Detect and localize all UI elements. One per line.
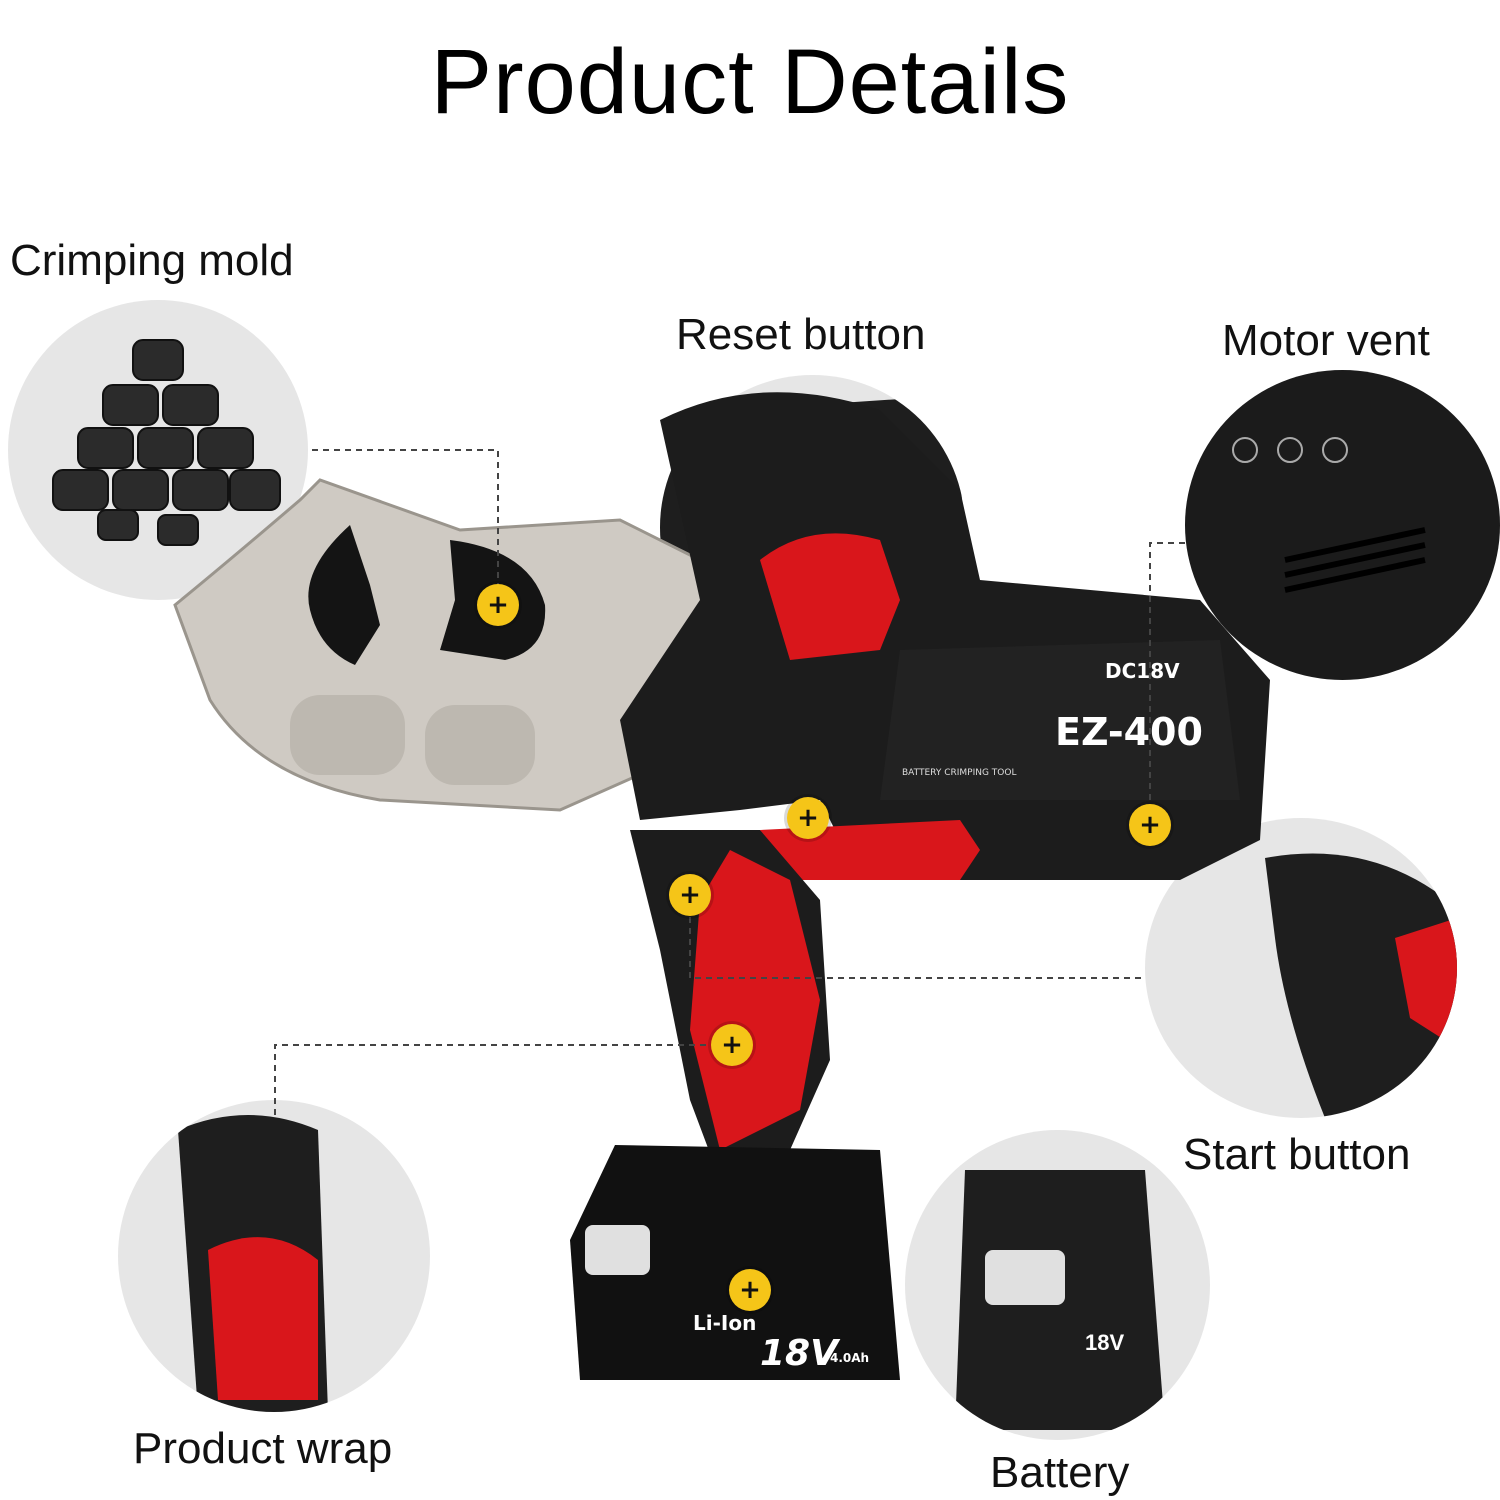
- crimping-mold-leader-line: [312, 449, 499, 600]
- start-button-hotspot[interactable]: +: [669, 874, 711, 916]
- motor-vent-hotspot[interactable]: +: [1129, 804, 1171, 846]
- product-wrap-detail-circle: [118, 1100, 430, 1412]
- crimping-mold-label: Crimping mold: [10, 236, 294, 285]
- svg-text:18V: 18V: [1085, 1330, 1124, 1355]
- product-wrap-hotspot[interactable]: +: [711, 1024, 753, 1066]
- battery-voltage-label: 18V: [760, 1333, 841, 1374]
- crimping-mold-detail-circle: [8, 300, 308, 600]
- motor-vent-label: Motor vent: [1222, 316, 1430, 365]
- reset-button-label: Reset button: [676, 310, 926, 359]
- crimping-mold-hotspot[interactable]: +: [477, 584, 519, 626]
- start-button-leader-line: [689, 895, 1145, 979]
- page-title: Product Details: [430, 31, 1070, 133]
- motor-vent-leader-line: [1149, 542, 1185, 825]
- battery-detail-circle: 18V: [905, 1130, 1210, 1440]
- start-button-label: Start button: [1183, 1130, 1411, 1179]
- product-wrap-label: Product wrap: [133, 1424, 393, 1473]
- voltage-label: DC18V: [1105, 659, 1180, 683]
- motor-vent-detail-circle: [1185, 370, 1500, 680]
- reset-button-hotspot[interactable]: +: [787, 797, 829, 839]
- battery-chem-label: Li-Ion: [693, 1311, 756, 1335]
- model-label: EZ-400: [1055, 710, 1203, 754]
- tool-type-label: BATTERY CRIMPING TOOL: [902, 768, 1016, 778]
- battery-capacity-label: 4.0Ah: [830, 1351, 869, 1365]
- battery-label: Battery: [990, 1448, 1130, 1497]
- product-wrap-leader-line: [274, 1044, 732, 1115]
- battery-hotspot[interactable]: +: [729, 1269, 771, 1311]
